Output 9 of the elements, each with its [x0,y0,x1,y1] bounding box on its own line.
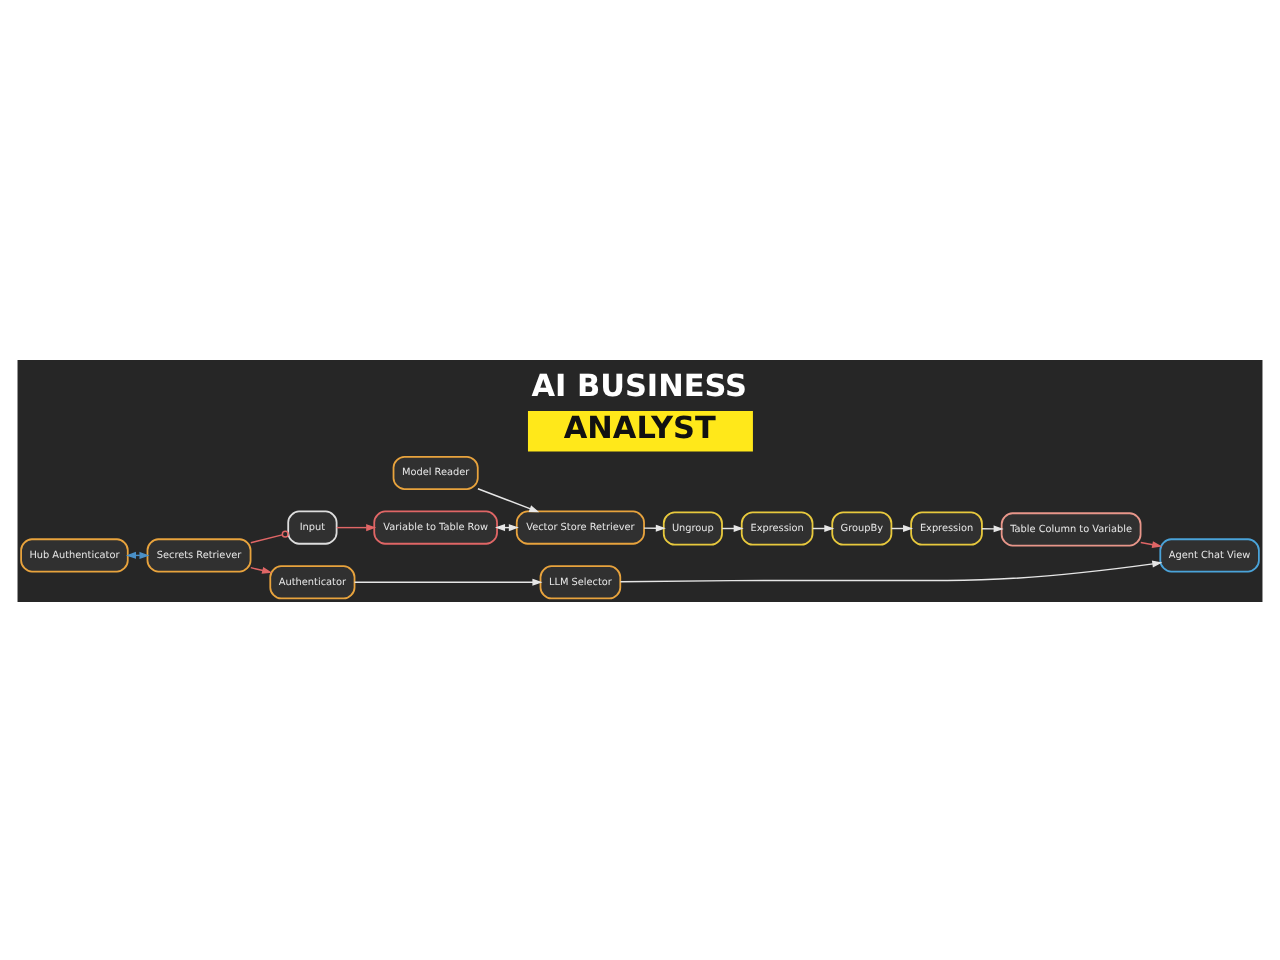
arrow [250,565,273,573]
arrow [336,523,377,531]
arrow [981,524,1004,532]
arrow [619,559,1163,582]
diagram-title: AI BUSINESS ANALYST [531,367,747,446]
arrow [643,523,666,531]
connector [250,529,289,543]
arrow [353,577,543,585]
arrow [477,487,540,512]
